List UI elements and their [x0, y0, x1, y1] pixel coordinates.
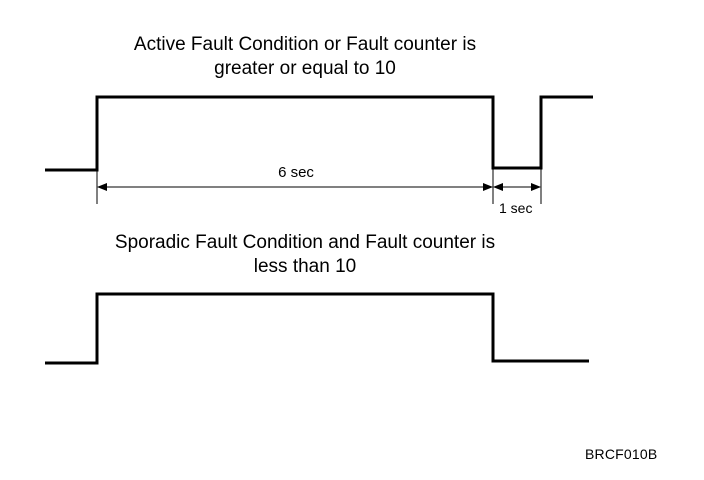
sporadic-fault-title: Sporadic Fault Condition and Fault count…: [60, 231, 550, 279]
active-fault-waveform: [45, 95, 593, 172]
dimension-label-6sec: 6 sec: [270, 164, 322, 182]
sporadic-fault-waveform: [45, 292, 589, 365]
sporadic-fault-title-line-2: less than 10: [253, 256, 357, 277]
active-fault-title: Active Fault Condition or Fault counter …: [80, 33, 530, 81]
figure-code: BRCF010B: [585, 446, 658, 462]
active-fault-title-line-1: Active Fault Condition or Fault counter …: [133, 34, 477, 55]
sporadic-fault-title-line-1: Sporadic Fault Condition and Fault count…: [114, 232, 496, 253]
dimension-label-1sec: 1 sec: [499, 199, 533, 217]
active-fault-title-line-2: greater or equal to 10: [214, 58, 396, 79]
